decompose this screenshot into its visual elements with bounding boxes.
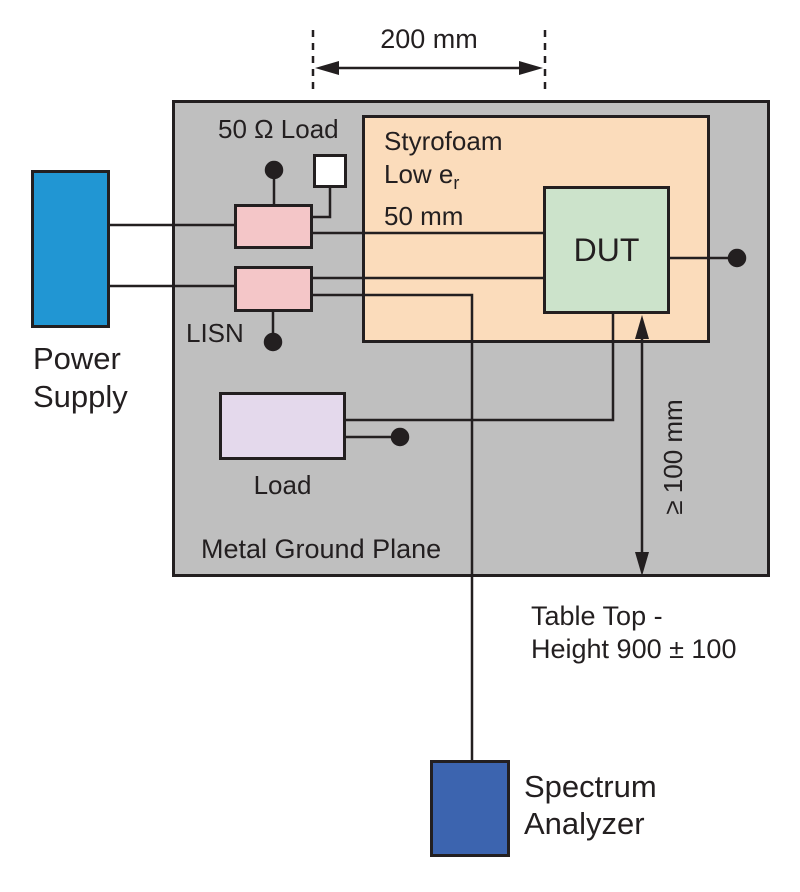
- lisn-box-bottom: [234, 266, 313, 312]
- table-top-label-line2: Height 900 ± 100: [531, 634, 737, 664]
- fifty-ohm-load-box: [313, 154, 347, 188]
- spectrum-analyzer-box: [430, 760, 510, 857]
- styrofoam-label: Styrofoam Low er 50 mm: [384, 125, 503, 233]
- ground-dot-lisn1: [264, 160, 284, 180]
- styrofoam-label-line2: Low er: [384, 159, 460, 194]
- wire-lisn2-spectrum-analyzer: [313, 293, 474, 760]
- styrofoam-label-line3: 50 mm: [384, 201, 464, 232]
- fifty-ohm-load-label: 50 Ω Load: [218, 114, 339, 144]
- table-top-label-line1: Table Top -: [531, 601, 663, 631]
- arrowhead-right-icon: [519, 61, 543, 75]
- lisn-box-top: [234, 204, 313, 249]
- styrofoam-label-line1: Styrofoam: [384, 126, 503, 156]
- load-box: [219, 392, 346, 460]
- load-label: Load: [253, 470, 312, 500]
- metal-ground-plane-label: Metal Ground Plane: [201, 534, 442, 564]
- arrowhead-down-icon: [635, 552, 649, 576]
- lisn-label: LISN: [186, 318, 244, 348]
- spectrum-analyzer-label: Spectrum Analyzer: [524, 768, 657, 842]
- dut-box: DUT: [543, 186, 670, 314]
- power-supply-box: [31, 170, 110, 328]
- wire-dut-load: [346, 314, 615, 422]
- subscript-r: r: [453, 173, 460, 194]
- wire-50ohm-load-lisn1: [313, 188, 332, 219]
- spectrum-analyzer-label-line1: Spectrum: [524, 769, 657, 804]
- arrowhead-left-icon: [315, 61, 339, 75]
- connector-dot-load: [390, 427, 410, 447]
- power-supply-label-line2: Supply: [33, 379, 128, 414]
- dimension-label-200mm: 200 mm: [380, 24, 478, 54]
- ground-dot-lisn2: [263, 332, 283, 352]
- power-supply-label-line1: Power: [33, 341, 121, 376]
- spectrum-analyzer-label-line2: Analyzer: [524, 806, 645, 841]
- connector-dot-dut: [727, 248, 747, 268]
- arrowhead-up-icon: [635, 315, 649, 339]
- dimension-label-100mm: ≥ 100 mm: [658, 399, 688, 515]
- power-supply-label: Power Supply: [33, 340, 128, 416]
- table-top-label: Table Top - Height 900 ± 100: [531, 600, 736, 666]
